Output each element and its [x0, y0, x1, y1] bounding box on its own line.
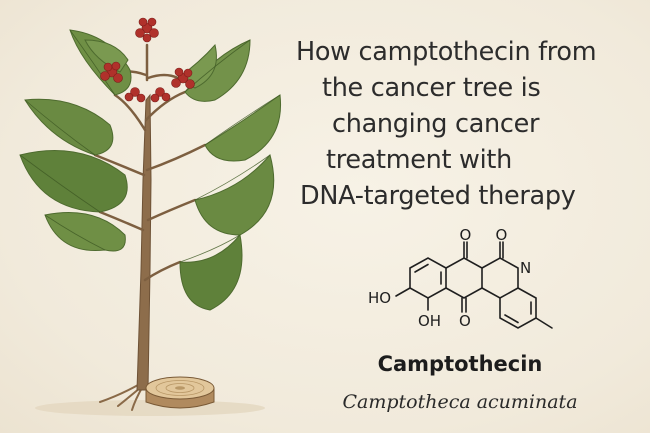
- headline-line-4: treatment with: [326, 145, 512, 175]
- leaf: [204, 94, 282, 162]
- tree-trunk: [136, 93, 152, 391]
- atom-label-ho: HO: [368, 289, 391, 307]
- leaf-veins: [19, 29, 281, 263]
- compound-name: Camptothecin: [377, 352, 543, 376]
- headline-line-2: the cancer tree is: [322, 73, 541, 103]
- atom-label-o-bottom: O: [459, 312, 471, 330]
- headline: How camptothecin from the cancer tree is…: [296, 34, 646, 214]
- cut-log: [145, 376, 215, 409]
- atom-label-o-top-right: O: [496, 226, 508, 244]
- atom-label-o-top-left: O: [460, 226, 472, 244]
- flower-cluster-left: [100, 61, 123, 83]
- headline-line-5: DNA-targeted therapy: [300, 181, 576, 211]
- flower-clusters: [100, 17, 195, 103]
- leaf: [19, 150, 128, 213]
- headline-line-3: changing cancer: [332, 109, 540, 139]
- leaf: [179, 233, 243, 311]
- camptotheca-tree-illustration: [19, 17, 282, 416]
- flower-cluster-right: [171, 67, 195, 89]
- leaf: [194, 153, 275, 236]
- camptothecin-structure: O O N O HO OH: [368, 226, 553, 330]
- atom-label-oh: OH: [418, 312, 441, 330]
- species-name: Camptotheca acuminata: [342, 391, 578, 413]
- flower-cluster-top: [135, 17, 159, 43]
- headline-line-1: How camptothecin from: [296, 37, 597, 67]
- atom-label-n: N: [520, 259, 531, 277]
- leaf: [24, 98, 114, 156]
- leaf: [44, 212, 126, 252]
- flower-cluster-mid: [124, 87, 171, 103]
